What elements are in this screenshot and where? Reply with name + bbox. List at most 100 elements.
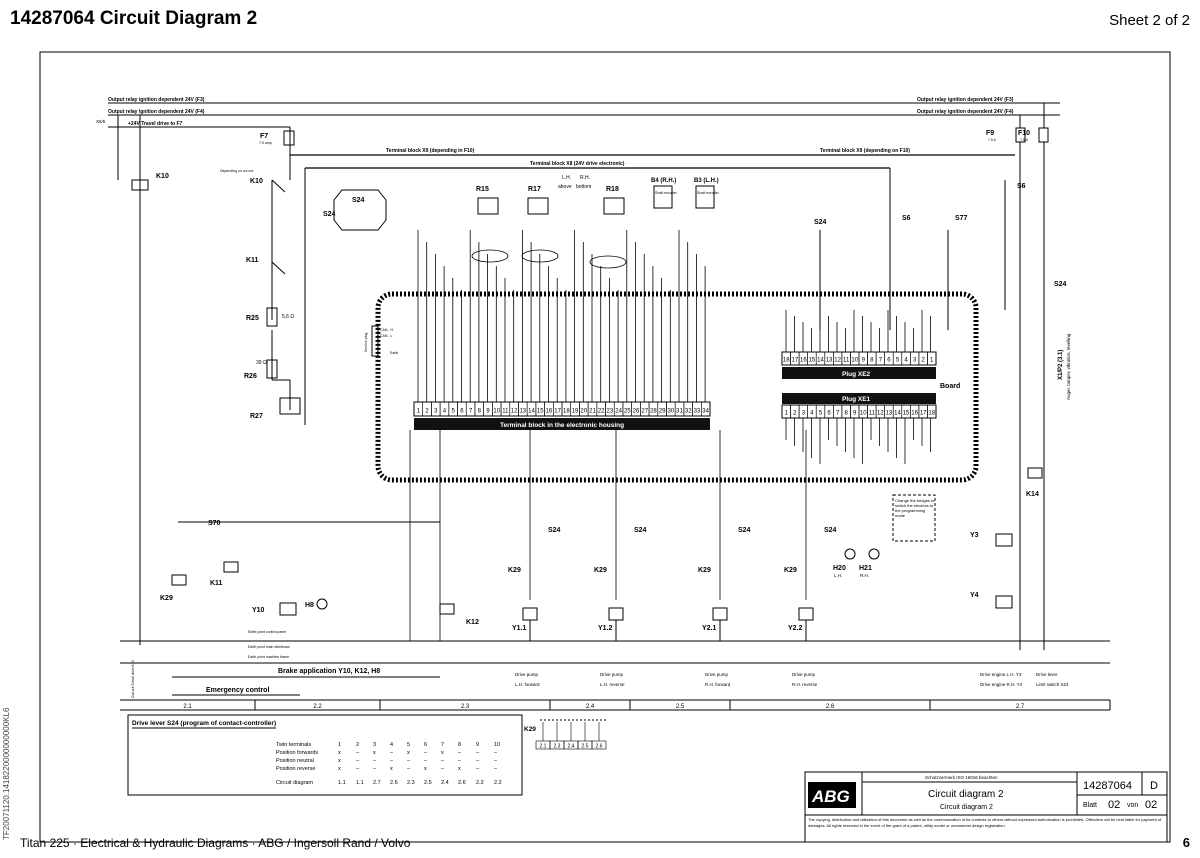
lamp-h8-label: H8	[305, 602, 314, 609]
program-cell: 5	[407, 742, 410, 748]
valve-coil	[798, 607, 814, 621]
plug-xe1-label: Plug XE1	[842, 396, 871, 403]
program-cell: 2.2	[476, 780, 484, 786]
abg-logo: ABG	[811, 787, 850, 806]
x8-label: Terminal block X8 (24V drive electronic)	[530, 161, 625, 167]
relay-k10-coil	[131, 179, 149, 191]
terminal-number: 10	[860, 411, 867, 417]
program-cell: –	[424, 750, 428, 756]
relay-k11-label: K11	[246, 257, 259, 264]
terminal-number: 26	[633, 409, 640, 415]
section-number: 2.1	[183, 704, 192, 710]
terminal-number: 25	[624, 409, 631, 415]
func-pump3b: R.H. forward	[705, 682, 731, 687]
encoder-b4-label: B4 (R.H.)	[651, 178, 676, 184]
valve-coil	[522, 607, 538, 621]
relay-k11-coil	[223, 561, 239, 573]
valve-y10-label: Y10	[252, 607, 265, 614]
valve-y3	[995, 533, 1013, 547]
program-cell: –	[458, 758, 462, 764]
section-number: 2.3	[461, 704, 470, 710]
resistor-r26-value: 39 Ω	[256, 360, 267, 366]
program-cell: Position reverse	[276, 766, 315, 772]
terminal-number: 27	[641, 409, 648, 415]
mini-ref-label: 2.3	[554, 744, 561, 750]
relay-k11-lower-label: K11	[210, 580, 223, 587]
terminal-number: 31	[676, 409, 683, 415]
lamp-h8	[316, 598, 328, 610]
func-pump3: Drive pump	[705, 672, 729, 677]
func-pump2b: L.H. reverse	[600, 682, 625, 687]
terminal-number: 2	[425, 409, 429, 415]
program-cell: –	[494, 758, 498, 764]
terminal-number: 5	[896, 358, 900, 364]
relay-k12-coil	[439, 603, 455, 615]
rail-f4-right-label: Output relay ignition dependent 24V (F4)	[917, 109, 1014, 115]
terminal-number: 28	[650, 409, 657, 415]
program-cell: x	[338, 750, 341, 756]
rail-f3-right-label: Output relay ignition dependent 24V (F3)	[917, 97, 1014, 103]
terminal-number: 4	[810, 411, 814, 417]
terminal-number: 16	[546, 409, 553, 415]
von-label: von	[1127, 802, 1138, 809]
terminal-number: 11	[502, 409, 509, 415]
relay-k10-contact-label: K10	[250, 178, 263, 185]
rh-label: R.H.	[580, 175, 590, 181]
terminal-number: 33	[694, 409, 701, 415]
terminal-number: 2	[921, 358, 925, 364]
program-table-box	[127, 714, 523, 796]
blatt-label: Blatt	[1083, 802, 1097, 809]
plug-xe1-caption-bar	[782, 393, 936, 404]
lamp-h21-label: H21	[859, 565, 872, 572]
terminal-number: 14	[528, 409, 535, 415]
sheet-indicator: Sheet 2 of 2	[1109, 12, 1190, 29]
program-cell: 2.6	[390, 780, 398, 786]
valve-label: Y1.2	[598, 625, 613, 632]
valve-y10	[279, 602, 297, 616]
title-block	[804, 771, 1168, 843]
program-cell: 2.7	[373, 780, 381, 786]
terminal-number: 21	[589, 409, 596, 415]
relay-k12-label: K12	[466, 619, 479, 626]
valve-y4	[995, 595, 1013, 609]
program-cell: –	[494, 750, 498, 756]
program-cell: 2.4	[441, 780, 449, 786]
fuse-f10-label: F10	[1018, 130, 1030, 137]
earth-point-main: Earth point main distributor	[248, 645, 291, 649]
section-number: 2.6	[826, 704, 835, 710]
terminal-number: 9	[853, 411, 857, 417]
resistor-r26-label: R26	[244, 373, 257, 380]
terminal-number: 18	[783, 358, 790, 364]
switch-s24-label: S24	[824, 527, 837, 534]
func-pump1b: L.H. forward	[515, 682, 540, 687]
sheet-no: 02	[1108, 799, 1120, 811]
switch-s77-label: S77	[955, 215, 968, 222]
x9-right-label: Terminal block X9 (depending on F10)	[820, 148, 910, 154]
program-cell: –	[441, 758, 445, 764]
section-number: 2.4	[586, 704, 595, 710]
resistor-r25-label: R25	[246, 315, 259, 322]
program-cell: x	[458, 766, 461, 772]
lamp-h20	[844, 548, 856, 560]
terminal-number: 18	[563, 409, 570, 415]
terminal-number: 9	[862, 358, 866, 364]
terminal-number: 13	[826, 358, 833, 364]
terminal-number: 16	[911, 411, 918, 417]
program-cell: –	[476, 750, 480, 756]
valve-coil	[608, 607, 624, 621]
terminal-number: 6	[827, 411, 831, 417]
plug-xe2-label: Plug XE2	[842, 371, 871, 378]
potentiometer-r17-label: R17	[528, 186, 541, 193]
program-cell: –	[390, 758, 394, 764]
terminal-number: 1	[417, 409, 421, 415]
fuse-f9-rating: 7.5 A	[988, 138, 997, 142]
terminal-block-label: Terminal block in the electronic housing	[500, 422, 624, 429]
terminal-number: 29	[659, 409, 666, 415]
above-label: above	[558, 184, 572, 190]
fuse-f10	[1038, 127, 1049, 143]
side-code: TF20071120.1418220000000000KL6	[2, 707, 11, 840]
terminal-number: 15	[809, 358, 816, 364]
terminal-number: 17	[554, 409, 561, 415]
